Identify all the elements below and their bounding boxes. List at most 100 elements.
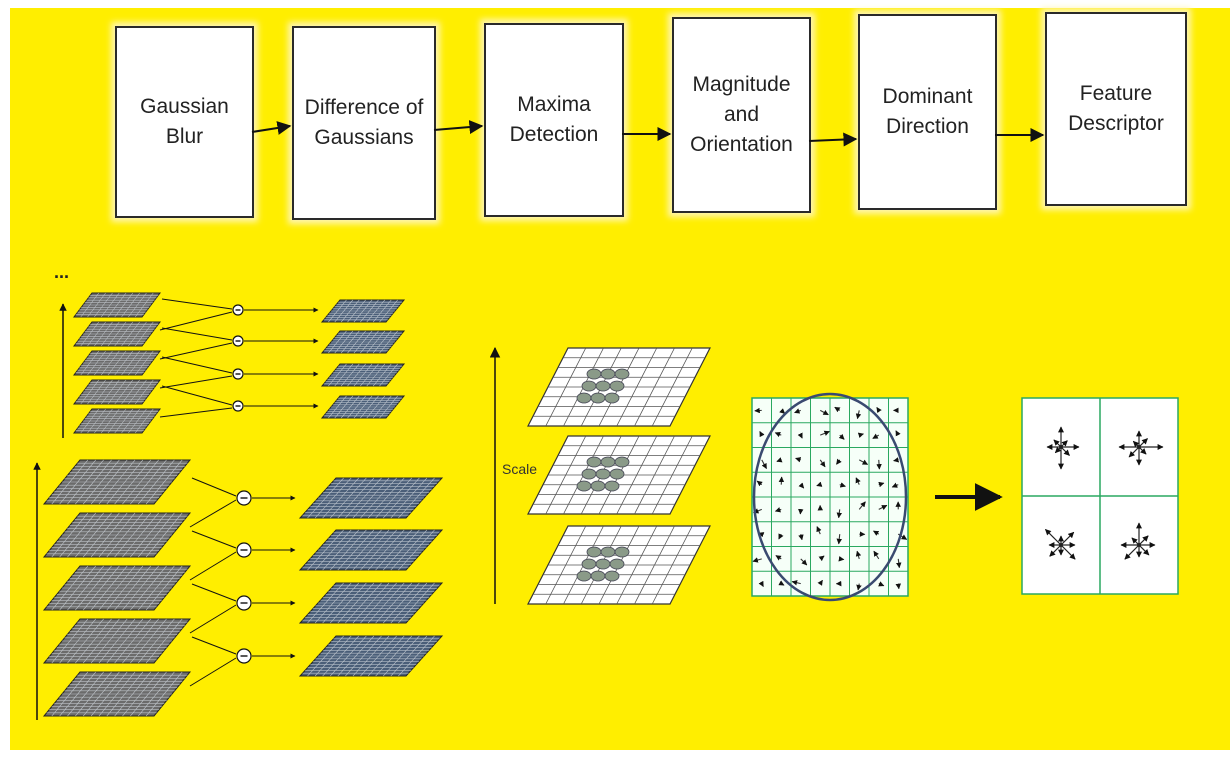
gradient-arrow [872, 433, 880, 439]
gradient-arrow [775, 555, 782, 561]
upper-subtract-node [232, 400, 244, 412]
gradient-orientation-grid [751, 392, 909, 602]
gradient-arrow [778, 580, 785, 586]
upper-octave-dog-planes [320, 299, 406, 419]
gradient-arrow [798, 482, 805, 489]
gradient-arrow [774, 432, 782, 438]
gradient-arrow [761, 459, 767, 470]
stage-dominant-direction: Dominant Direction [858, 14, 997, 210]
gradient-arrow [836, 509, 843, 519]
diagram-background: Gaussian Blur Difference of Gaussians Ma… [10, 8, 1230, 750]
subtraction-links [159, 298, 319, 687]
gradient-arrow [893, 457, 900, 463]
lower-dog-plane [298, 635, 444, 677]
gradient-arrow [876, 459, 882, 470]
gradient-arrow [855, 550, 862, 560]
scale-plane-middle [527, 435, 711, 515]
upper-dog-plane [320, 299, 406, 323]
lower-subtract-node [236, 542, 252, 558]
upper-gaussian-plane [73, 408, 161, 434]
orientation-histogram [1120, 522, 1156, 560]
gradient-arrow [838, 556, 845, 562]
gradient-arrow [838, 433, 845, 440]
gradient-arrow [876, 406, 882, 414]
gradient-arrow [891, 482, 899, 488]
upper-gaussian-plane [73, 292, 161, 318]
lower-gaussian-plane [42, 671, 192, 717]
gradient-arrow [778, 533, 784, 540]
stage-maxima-detection: Maxima Detection [484, 23, 624, 217]
upper-dog-plane [320, 395, 406, 419]
orientation-histogram [1118, 430, 1164, 466]
upper-dog-plane [320, 330, 406, 354]
upper-gaussian-plane [73, 350, 161, 376]
gradient-arrow [878, 504, 888, 511]
gradient-arrow [794, 408, 801, 414]
gradient-arrow [816, 481, 823, 487]
pyramid-ellipsis: ... [54, 262, 69, 282]
orientation-histogram [1046, 426, 1080, 470]
gradient-arrow [759, 431, 765, 438]
pipeline-arrows [251, 120, 1045, 147]
gradient-arrow [855, 477, 861, 485]
gradient-arrow [779, 408, 786, 414]
gradient-arrow [795, 457, 802, 463]
keypoint-descriptor-histograms [1021, 397, 1179, 595]
gradient-arrow [878, 481, 885, 488]
lower-octave-dog-planes [298, 477, 444, 677]
upper-subtract-node [232, 304, 244, 316]
gradient-arrow [873, 530, 880, 536]
lower-octave-gaussian-planes [42, 459, 192, 717]
upper-gaussian-plane [73, 379, 161, 405]
lower-subtract-node [236, 595, 252, 611]
upper-gaussian-plane [73, 321, 161, 347]
gradient-arrow [791, 580, 801, 586]
pyramid-axes [33, 303, 501, 720]
gradient-arrow [836, 458, 842, 465]
lower-gaussian-plane [42, 512, 192, 558]
upper-octave-gaussian-planes [73, 292, 161, 434]
upper-subtract-node [232, 368, 244, 380]
lower-subtract-node [236, 490, 252, 506]
gradient-arrow [836, 534, 842, 545]
arrow-magnitude-to-dominant [808, 132, 858, 147]
scale-axis-label: Scale [502, 461, 537, 477]
stage-difference-of-gaussians: Difference of Gaussians [292, 26, 436, 220]
stage-feature-descriptor: Feature Descriptor [1045, 12, 1187, 206]
gradient-arrow [776, 457, 783, 463]
gradient-arrow [817, 579, 823, 586]
gradient-arrow [873, 550, 880, 560]
arrow-dog-to-maxima [433, 120, 484, 135]
gradient-arrow [819, 459, 826, 468]
gradient-arrow [895, 583, 901, 590]
gradient-arrow [878, 581, 885, 587]
gradient-arrow [752, 557, 762, 563]
stage-magnitude-orientation: Magnitude and Orientation [672, 17, 811, 213]
lower-subtract-node [236, 648, 252, 664]
sift-illustration: ... Scale [33, 120, 1179, 720]
gradient-arrow [855, 410, 862, 420]
scale-space-neighbourhood-stack [527, 347, 711, 605]
gradient-arrow [819, 409, 829, 416]
lower-dog-plane [298, 477, 444, 519]
upper-dog-plane [320, 363, 406, 387]
gradient-arrow [895, 430, 901, 437]
gaussian-window-ellipse [752, 392, 908, 602]
scale-plane-top [527, 347, 711, 427]
gradient-arrow [857, 432, 864, 438]
gradient-arrow [858, 501, 866, 510]
gradient-arrow [856, 583, 862, 591]
gradient-arrow [839, 482, 846, 488]
orientation-histogram [1045, 529, 1076, 560]
stage-gaussian-blur: Gaussian Blur [115, 26, 254, 218]
orientation-grid-lines [752, 398, 908, 596]
gradient-arrow [797, 432, 803, 439]
gradient-arrow [896, 558, 902, 569]
gradient-arrow [816, 526, 822, 535]
lower-gaussian-plane [42, 618, 192, 664]
gradient-arrow [798, 534, 804, 541]
arrow-blur-to-dog [251, 121, 292, 135]
lower-dog-plane [298, 582, 444, 624]
lower-gaussian-plane [42, 565, 192, 611]
lower-gaussian-plane [42, 459, 192, 505]
